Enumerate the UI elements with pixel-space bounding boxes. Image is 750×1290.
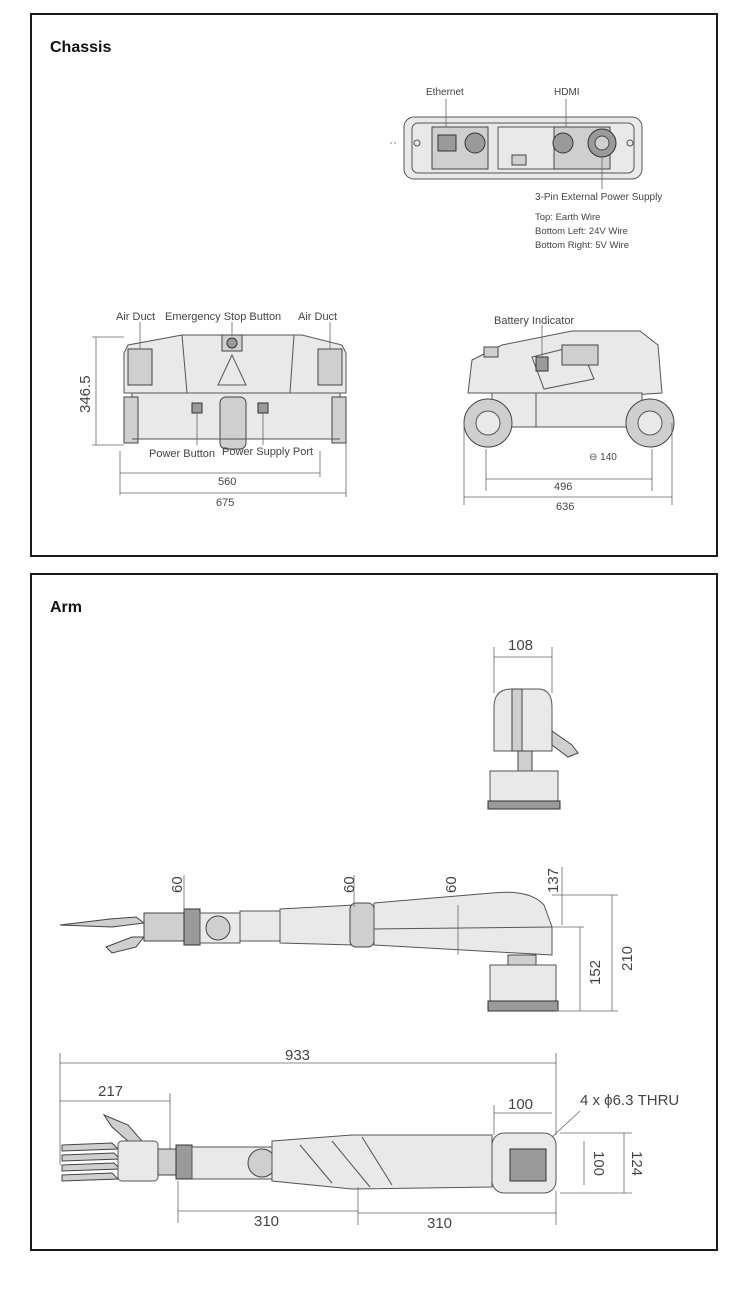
- plan-100-dim: 100: [508, 1096, 533, 1113]
- air-duct-right-label: Air Duct: [298, 311, 337, 323]
- arm-side-view: 60 60 60 137 152 210: [59, 867, 636, 1012]
- side-length-dim: 636: [556, 501, 574, 513]
- thru-hole-note: 4 x ϕ6.3 THRU: [580, 1092, 679, 1109]
- side-wheelbase-dim: 496: [554, 481, 572, 493]
- side-dim-60-c: 60: [443, 876, 460, 893]
- emergency-stop-label: Emergency Stop Button: [165, 311, 281, 323]
- air-duct-left-label: Air Duct: [116, 311, 155, 323]
- front-outer-width-dim: 675: [216, 497, 234, 509]
- plan-hand-dim: 217: [98, 1083, 123, 1100]
- earth-wire-label: Top: Earth Wire: [535, 212, 600, 223]
- side-dim-137: 137: [545, 868, 562, 893]
- wheel-diameter-dim: ⊖ 140: [589, 452, 617, 463]
- side-dim-60-a: 60: [169, 876, 186, 893]
- chassis-front-view: Air Duct Emergency Stop Button Air Duct …: [77, 311, 347, 509]
- front-inner-width-dim: 560: [218, 476, 236, 488]
- chassis-panel: Chassis Ethernet HDMI 3-Pin External Pow…: [30, 13, 718, 557]
- arm-title: Arm: [50, 599, 83, 616]
- side-dim-60-b: 60: [341, 876, 358, 893]
- power-button-label: Power Button: [149, 448, 215, 460]
- arm-plan-view: 933 217 100 4 x ϕ6.3 THRU: [59, 1047, 679, 1232]
- power-supply-port-label: Power Supply Port: [222, 446, 313, 458]
- arm-top-view: 108: [487, 637, 579, 810]
- arm-drawing: 108 60: [59, 637, 679, 1232]
- chassis-rear-view: Ethernet HDMI 3-Pin External Power Suppl…: [390, 87, 662, 251]
- plan-h100-dim: 100: [590, 1151, 607, 1176]
- power-supply-label: 3-Pin External Power Supply: [535, 192, 662, 203]
- side-dim-152: 152: [587, 960, 604, 985]
- side-dim-210: 210: [619, 946, 636, 971]
- plan-seg2-dim: 310: [427, 1215, 452, 1232]
- hdmi-label: HDMI: [554, 87, 580, 98]
- battery-indicator-label: Battery Indicator: [494, 315, 574, 327]
- front-height-dim: 346.5: [77, 375, 94, 413]
- plan-h124-dim: 124: [628, 1151, 645, 1176]
- 5v-wire-label: Bottom Right: 5V Wire: [535, 240, 629, 251]
- top-width-dim: 108: [508, 637, 533, 654]
- plan-total-dim: 933: [285, 1047, 310, 1064]
- plan-seg1-dim: 310: [254, 1213, 279, 1230]
- chassis-title: Chassis: [50, 39, 112, 56]
- arm-panel: Arm 108: [30, 573, 718, 1251]
- chassis-drawing: Ethernet HDMI 3-Pin External Power Suppl…: [77, 87, 675, 513]
- ethernet-label: Ethernet: [426, 87, 464, 98]
- 24v-wire-label: Bottom Left: 24V Wire: [535, 226, 628, 237]
- chassis-side-view: Battery Indicator ⊖ 140 496 636: [463, 315, 675, 513]
